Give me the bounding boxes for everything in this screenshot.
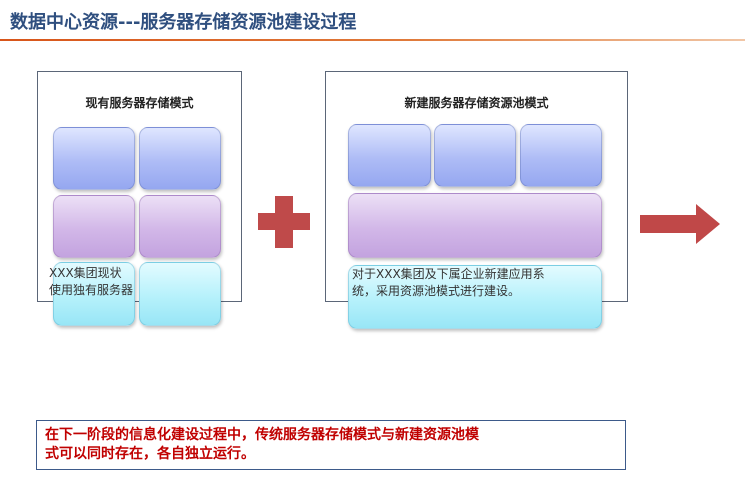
pool-block-cyan [348, 265, 602, 329]
server-block-cyan [139, 262, 221, 326]
right-arrow-icon [640, 204, 720, 244]
summary-note-line: 在下一阶段的信息化建设过程中，传统服务器存储模式与新建资源池模 [45, 427, 479, 443]
server-block-cyan [53, 262, 135, 326]
server-block-purple [139, 195, 221, 258]
server-block-blue [139, 127, 221, 190]
pool-block-purple [348, 193, 602, 258]
plus-icon [258, 196, 310, 248]
server-block-blue [53, 127, 135, 190]
pool-block-blue [520, 124, 602, 187]
summary-note-line: 式可以同时存在，各自独立运行。 [45, 446, 255, 462]
existing-mode-description-line: 使用独有服务器 [49, 283, 134, 297]
existing-mode-description-line: XXX集团现状 [49, 266, 122, 280]
resource-pool-title: 新建服务器存储资源池模式 [404, 96, 549, 110]
resource-pool-description: 对于XXX集团及下属企业新建应用系 统，采用资源池模式进行建设。 [352, 266, 545, 300]
pool-block-blue [434, 124, 516, 187]
resource-pool-description-line: 统，采用资源池模式进行建设。 [352, 284, 521, 298]
title-underline [0, 39, 745, 41]
existing-mode-title: 现有服务器存储模式 [85, 96, 194, 110]
server-block-purple [53, 195, 135, 258]
pool-block-blue [348, 124, 431, 187]
page-title: 数据中心资源---服务器存储资源池建设过程 [10, 12, 357, 33]
existing-mode-description: XXX集团现状 使用独有服务器 [49, 265, 133, 299]
resource-pool-description-line: 对于XXX集团及下属企业新建应用系 [352, 267, 545, 281]
summary-note: 在下一阶段的信息化建设过程中，传统服务器存储模式与新建资源池模 式可以同时存在，… [36, 420, 626, 470]
